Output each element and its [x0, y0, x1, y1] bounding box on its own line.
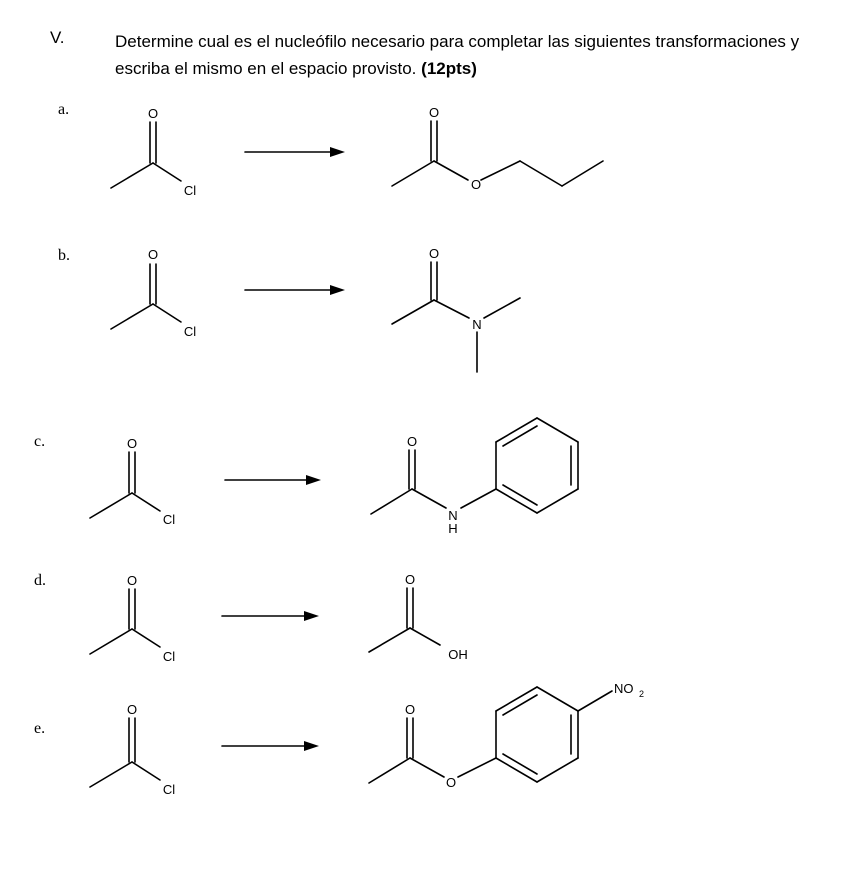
atom-cl: Cl	[184, 183, 196, 198]
atom-o: O	[127, 573, 137, 588]
atom-o: O	[127, 436, 137, 451]
atom-o: O	[407, 434, 417, 449]
question-text: Determine cual es el nucleófilo necesari…	[115, 28, 840, 82]
atom-cl: Cl	[184, 324, 196, 339]
atom-o: O	[405, 572, 415, 587]
atom-o: O	[127, 702, 137, 717]
reactant-c-acetyl-chloride: O Cl	[89, 436, 175, 527]
label-a: a.	[58, 101, 69, 118]
product-d-acetic-acid: O OH	[368, 572, 468, 662]
atom-h: H	[448, 521, 457, 536]
atom-o: O	[405, 702, 415, 717]
label-e: e.	[34, 720, 45, 737]
atom-cl: Cl	[163, 782, 175, 797]
atom-o: O	[148, 247, 158, 262]
reactant-a-acetyl-chloride: O Cl	[110, 106, 196, 198]
reactant-d-acetyl-chloride: O Cl	[89, 573, 175, 664]
label-b: b.	[58, 247, 70, 264]
arrow-a	[244, 147, 345, 157]
atom-subscript-2: 2	[639, 689, 644, 699]
atom-o: O	[471, 177, 481, 192]
label-c: c.	[34, 433, 45, 450]
arrow-b	[244, 285, 345, 295]
arrow-e	[221, 741, 319, 751]
question-number: V.	[50, 28, 65, 47]
atom-o: O	[429, 105, 439, 120]
label-d: d.	[34, 572, 46, 589]
atom-n: N	[448, 508, 457, 523]
atom-o: O	[446, 775, 456, 790]
atom-oh: OH	[448, 647, 468, 662]
reactant-e-acetyl-chloride: O Cl	[89, 702, 175, 797]
atom-o: O	[148, 106, 158, 121]
product-b-dimethylacetamide: N O	[391, 246, 521, 373]
arrow-c	[224, 475, 321, 485]
question-body: Determine cual es el nucleófilo necesari…	[115, 32, 800, 78]
atom-cl: Cl	[163, 649, 175, 664]
product-a-propyl-acetate: O O	[391, 105, 604, 192]
product-e-nitrophenyl-acetate: O O NO 2	[368, 681, 644, 790]
reactant-b-acetyl-chloride: O Cl	[110, 247, 196, 339]
product-c-acetanilide: N H O	[370, 417, 579, 536]
arrow-d	[221, 611, 319, 621]
atom-no: NO	[614, 681, 634, 696]
atom-o: O	[429, 246, 439, 261]
question-points: (12pts)	[421, 59, 477, 78]
atom-cl: Cl	[163, 512, 175, 527]
atom-n: N	[472, 317, 481, 332]
